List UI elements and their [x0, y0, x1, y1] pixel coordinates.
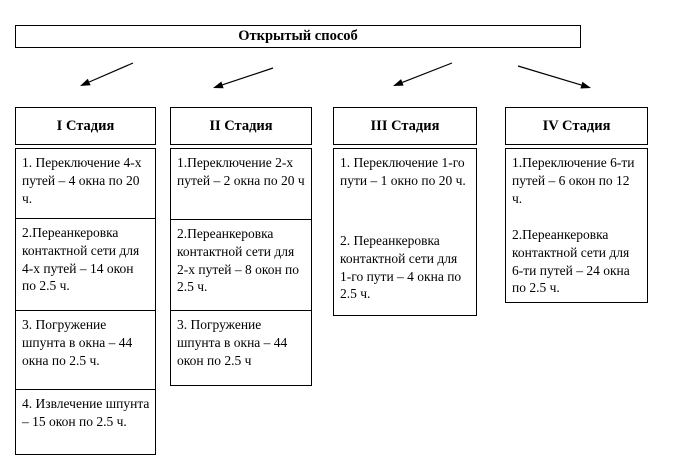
stage-2-item-3: 3. Погружение шпунта в окна – 44 окон по…: [177, 317, 288, 368]
stage-1-body: 1. Переключение 4-х путей – 4 окна по 20…: [15, 148, 156, 455]
diagram-title: Открытый способ: [15, 25, 581, 48]
stage-1-item-3: 3. Погружение шпунта в окна – 44 окна по…: [16, 311, 155, 390]
stage-2-item-1: 1.Переключение 2-х путей – 2 окна по 20 …: [171, 149, 311, 220]
stage-4-column: IV Стадия 1.Переключение 6-ти путей – 6 …: [505, 107, 648, 304]
arrow-to-stage-1: [80, 62, 134, 86]
stage-2-body: 1.Переключение 2-х путей – 2 окна по 20 …: [170, 148, 312, 386]
stage-3-header: III Стадия: [333, 107, 477, 145]
stage-1-header: I Стадия: [15, 107, 156, 145]
arrow-to-stage-4: [517, 65, 591, 89]
arrow-to-stage-2: [213, 67, 274, 89]
connector-arrows: [80, 62, 591, 89]
stage-4-item-1: 1.Переключение 6-ти путей – 6 окон по 12…: [512, 155, 635, 206]
stage-3-column: III Стадия 1. Переключение 1-го пути – 1…: [333, 107, 477, 316]
stage-1-item-1: 1. Переключение 4-х путей – 4 окна по 20…: [16, 149, 155, 219]
stage-4-header: IV Стадия: [505, 107, 648, 145]
stage-4-body: 1.Переключение 6-ти путей – 6 окон по 12…: [505, 148, 648, 304]
stage-1-column: I Стадия 1. Переключение 4-х путей – 4 о…: [15, 107, 156, 455]
stage-2-item-2: 2.Переанкеровка контактной сети для 2-х …: [171, 220, 311, 311]
stage-4-item-2: 2.Переанкеровка контактной сети для 6-ти…: [512, 227, 630, 296]
stage-2-column: II Стадия 1.Переключение 2-х путей – 2 о…: [170, 107, 312, 386]
stage-2-header: II Стадия: [170, 107, 312, 145]
arrow-to-stage-3: [393, 62, 453, 86]
stage-1-item-4: 4. Извлечение шпунта – 15 окон по 2.5 ч.: [22, 396, 150, 429]
stage-3-body: 1. Переключение 1-го пути – 1 окно по 20…: [333, 148, 477, 316]
stage-3-item-2: 2. Переанкеровка контактной сети для 1-г…: [340, 233, 462, 302]
stage-1-item-2: 2.Переанкеровка контактной сети для 4-х …: [16, 219, 155, 311]
stage-3-item-1: 1. Переключение 1-го пути – 1 окно по 20…: [340, 155, 466, 188]
